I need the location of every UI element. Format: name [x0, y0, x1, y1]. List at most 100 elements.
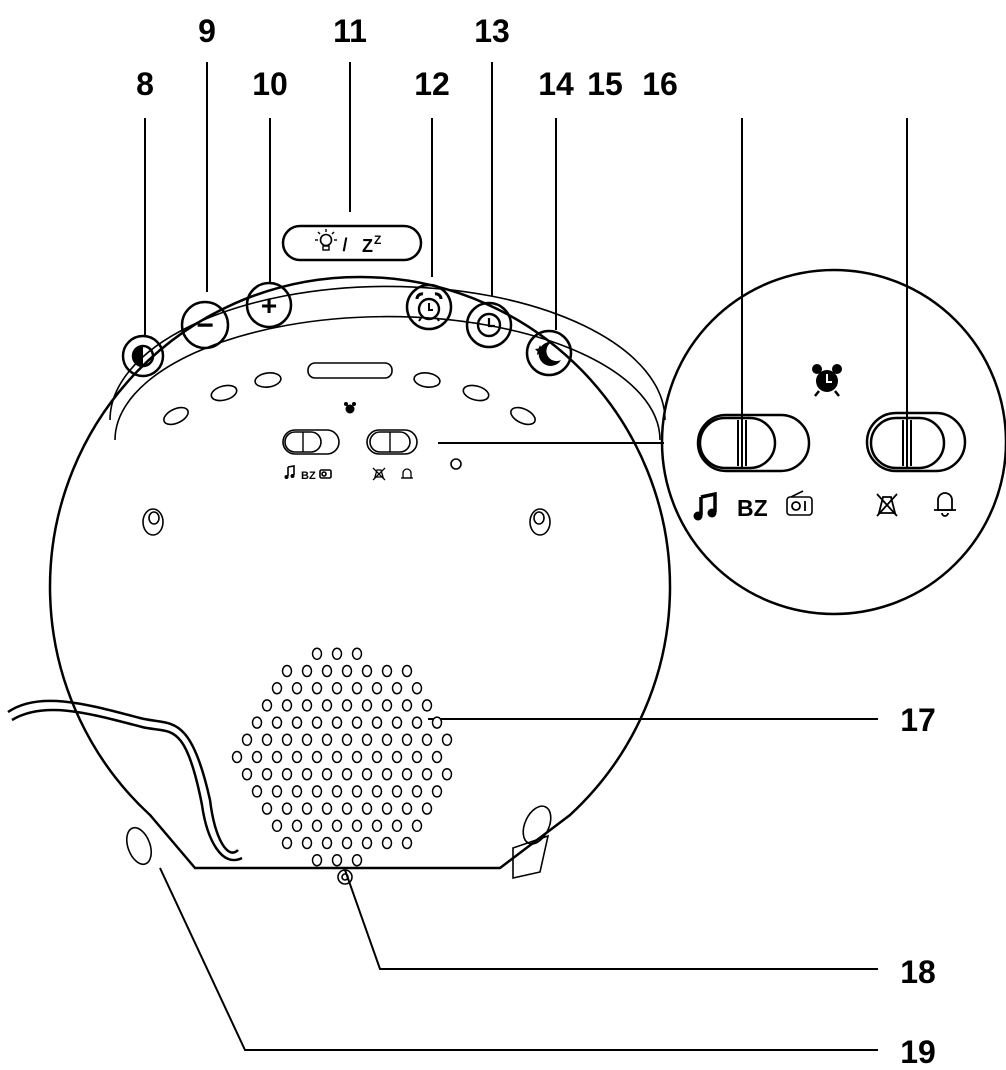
alarm-button[interactable] [405, 283, 453, 331]
alarm-clock-icon [812, 364, 842, 397]
speaker-hole [391, 750, 403, 764]
speaker-grille [231, 647, 453, 867]
speaker-hole [351, 853, 363, 867]
plus-icon: + [261, 290, 277, 321]
speaker-hole [331, 819, 343, 833]
callout-11: 11 [333, 13, 367, 49]
speaker-hole [301, 802, 313, 815]
speaker-hole [351, 716, 363, 729]
light-snooze-separator: / [342, 235, 347, 255]
speaker-hole [261, 802, 273, 815]
speaker-hole [271, 716, 283, 729]
speaker-hole [381, 699, 393, 712]
speaker-hole [351, 647, 363, 661]
buzzer-label-small: BZ [301, 470, 316, 482]
speaker-hole [331, 750, 343, 764]
snooze-z-small: Z [374, 233, 381, 247]
speaker-hole [411, 750, 423, 764]
speaker-hole [291, 785, 303, 798]
callout-15: 15 [587, 66, 623, 102]
speaker-hole [241, 733, 253, 747]
speaker-hole [351, 785, 363, 798]
alarm-sound-switch-small[interactable] [282, 429, 340, 455]
speaker-hole [261, 733, 273, 747]
callout-18: 18 [900, 954, 936, 990]
callout-19: 19 [900, 1034, 936, 1070]
speaker-hole [411, 819, 423, 833]
snooze-z-large: Z [362, 236, 373, 256]
speaker-hole [311, 785, 323, 798]
music-note-icon [693, 491, 717, 521]
speaker-hole [251, 785, 263, 798]
alarm-off-icon [372, 467, 386, 481]
speaker-hole [391, 819, 403, 833]
alarm-onoff-switch[interactable] [865, 411, 967, 473]
speaker-hole [321, 699, 333, 712]
speaker-hole [301, 664, 313, 678]
speaker-hole [431, 716, 443, 729]
speaker-hole [311, 750, 323, 764]
speaker-hole [321, 836, 333, 850]
speaker-hole [411, 716, 423, 729]
speaker-hole [291, 819, 303, 833]
speaker-hole [331, 647, 343, 661]
speaker-hole [361, 699, 373, 712]
light-snooze-button[interactable]: / Z Z [281, 224, 423, 262]
speaker-hole [311, 681, 323, 695]
switch-detail-inset: BZ [660, 268, 1006, 616]
speaker-hole [301, 699, 313, 712]
speaker-hole [421, 699, 433, 712]
speaker-hole [401, 836, 413, 850]
speaker-hole [391, 785, 403, 798]
speaker-hole [271, 750, 283, 764]
speaker-hole [281, 836, 293, 850]
speaker-hole [381, 664, 393, 678]
speaker-hole [281, 733, 293, 747]
speaker-hole [411, 785, 423, 798]
speaker-hole [361, 767, 373, 781]
speaker-hole [401, 699, 413, 712]
speaker-hole [251, 716, 263, 729]
speaker-hole [381, 733, 393, 747]
speaker-hole [381, 802, 393, 815]
speaker-hole [421, 802, 433, 815]
speaker-hole [401, 802, 413, 815]
speaker-hole [291, 716, 303, 729]
speaker-hole [321, 767, 333, 781]
callout-12: 12 [414, 66, 450, 102]
speaker-hole [331, 681, 343, 695]
speaker-hole [301, 733, 313, 747]
music-note-icon [284, 465, 295, 479]
speaker-hole [341, 699, 353, 712]
speaker-hole [291, 681, 303, 695]
speaker-hole [281, 699, 293, 712]
speaker-hole [371, 716, 383, 729]
speaker-hole [381, 767, 393, 781]
moon-star-icon [535, 341, 561, 366]
speaker-hole [341, 664, 353, 678]
speaker-hole [371, 681, 383, 695]
bell-icon [401, 468, 413, 479]
speaker-hole [341, 802, 353, 815]
speaker-hole [311, 716, 323, 729]
speaker-hole [331, 716, 343, 729]
bell-icon [934, 492, 956, 517]
speaker-hole [381, 836, 393, 850]
speaker-hole [261, 699, 273, 712]
speaker-hole [371, 750, 383, 764]
alarm-sound-switch[interactable] [696, 413, 811, 473]
speaker-hole [311, 853, 323, 867]
alarm-onoff-switch-small[interactable] [366, 429, 418, 455]
speaker-hole [401, 767, 413, 781]
leader-lines [144, 62, 908, 1051]
speaker-hole [401, 664, 413, 678]
speaker-hole [351, 750, 363, 764]
sleep-button[interactable] [525, 329, 573, 377]
callout-16: 16 [642, 66, 678, 102]
speaker-hole [311, 819, 323, 833]
radio-icon [786, 490, 813, 516]
speaker-hole [261, 767, 273, 781]
speaker-hole [341, 767, 353, 781]
speaker-hole [361, 733, 373, 747]
speaker-hole [271, 819, 283, 833]
